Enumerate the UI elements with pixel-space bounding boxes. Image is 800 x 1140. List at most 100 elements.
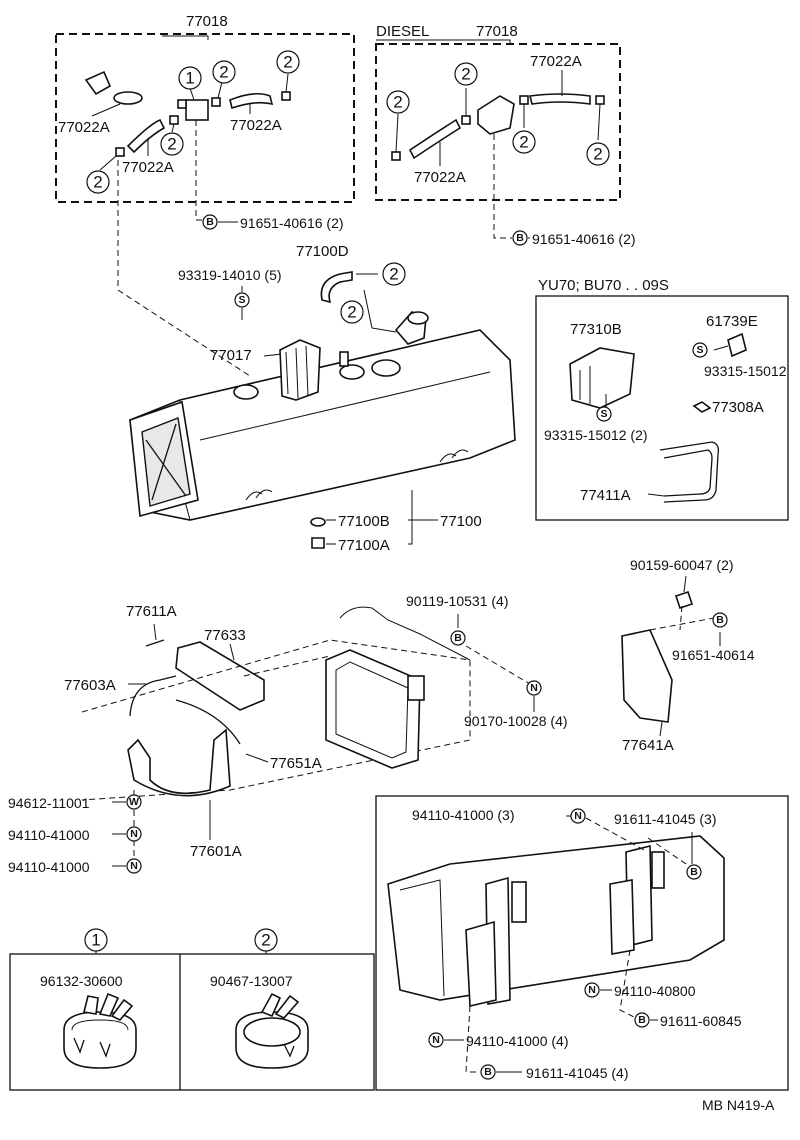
- marker-s: S: [692, 342, 708, 358]
- marker-b: B: [450, 630, 466, 646]
- label-77641A: 77641A: [622, 737, 674, 754]
- marker-b: B: [634, 1012, 650, 1028]
- label-77022A: 77022A: [122, 159, 174, 176]
- marker-2: 2: [512, 130, 536, 154]
- svg-text:N: N: [588, 984, 596, 996]
- tank-port: [233, 384, 259, 400]
- box-77018-diesel: DIESEL 77018 77022A 77022A 91651-40616 (…: [375, 23, 636, 247]
- label-90467-13007: 90467-13007: [210, 973, 293, 989]
- tank-port: [339, 364, 365, 380]
- svg-text:B: B: [516, 232, 524, 244]
- strap-77603A: [129, 675, 177, 717]
- marker-2: 2: [386, 90, 410, 114]
- marker-b: B: [712, 612, 728, 628]
- filler-cap: [407, 311, 429, 325]
- pipe-77411A: [659, 441, 720, 503]
- tank-alt: [387, 835, 725, 1001]
- marker-2: 2: [340, 300, 364, 324]
- label-77100: 77100: [440, 513, 482, 530]
- clamp-illustration-1: [63, 992, 137, 1069]
- fuel-tank-77100: 77100D 93319-14010 (5) 77017: [117, 160, 516, 554]
- hose-part: [408, 118, 462, 160]
- svg-text:S: S: [238, 294, 245, 306]
- marker-n: N: [126, 858, 142, 874]
- marker-2: 2: [86, 170, 110, 194]
- pin-77611A: [145, 639, 165, 647]
- svg-text:2: 2: [261, 931, 270, 950]
- label-yu70: YU70; BU70 . . 09S: [538, 277, 669, 294]
- svg-text:2: 2: [347, 303, 356, 322]
- label-77633: 77633: [204, 627, 246, 644]
- label-77310B: 77310B: [570, 321, 622, 338]
- hose-part: [229, 92, 274, 110]
- label-77601A: 77601A: [190, 843, 242, 860]
- bracket-77633: [175, 641, 265, 711]
- svg-text:1: 1: [185, 69, 194, 88]
- filter-77310B: [569, 347, 635, 409]
- label-77022A: 77022A: [58, 119, 110, 136]
- label-91651-40614: 91651-40614: [672, 647, 755, 663]
- clamp-illustration-2: [235, 992, 309, 1069]
- clamp-part: [391, 151, 401, 161]
- svg-text:N: N: [130, 828, 138, 840]
- svg-text:2: 2: [219, 63, 228, 82]
- clamp-part: [115, 147, 125, 157]
- part-77308A: [692, 401, 712, 413]
- svg-text:B: B: [454, 632, 462, 644]
- label-91611-41045: 91611-41045 (4): [526, 1065, 628, 1081]
- label-94110-41000: 94110-41000 (4): [466, 1033, 568, 1049]
- svg-text:N: N: [574, 810, 582, 822]
- marker-n: N: [428, 1032, 444, 1048]
- marker-b: B: [686, 864, 702, 880]
- clamp-number-1: 1: [84, 928, 108, 952]
- part-61739E: [727, 332, 747, 358]
- bolt-90159: [674, 590, 694, 610]
- hose-77100D: [320, 271, 353, 304]
- cover-plate-77641A: 90159-60047 (2) 91651-40614 77641A: [621, 557, 755, 754]
- label-77017: 77017: [210, 347, 252, 364]
- label-91651-40616: 91651-40616 (2): [532, 231, 636, 247]
- svg-text:2: 2: [93, 173, 102, 192]
- label-77411A: 77411A: [580, 487, 631, 504]
- tank-mounting-section: 77611A 77633 77603A 77651A 90119-10531 (…: [8, 593, 568, 875]
- svg-text:B: B: [484, 1066, 492, 1078]
- frame-bracket: [325, 649, 421, 769]
- marker-2: 2: [212, 60, 236, 84]
- marker-b: B: [202, 214, 218, 230]
- marker-2: 2: [276, 50, 300, 74]
- svg-text:W: W: [129, 796, 139, 808]
- label-94110-41000: 94110-41000: [8, 827, 90, 843]
- label-77100D: 77100D: [296, 243, 349, 260]
- marker-2: 2: [454, 62, 478, 86]
- clamp-number-2: 2: [254, 928, 278, 952]
- box-77018-left: 77018 77022A 77022A 77022A 91651-40616 (…: [55, 13, 355, 231]
- svg-text:B: B: [206, 216, 214, 228]
- label-90159-60047: 90159-60047 (2): [630, 557, 734, 573]
- label-77022A: 77022A: [530, 53, 582, 70]
- marker-2: 2: [382, 262, 406, 286]
- label-77022A: 77022A: [230, 117, 282, 134]
- label-77603A: 77603A: [64, 677, 116, 694]
- svg-text:B: B: [716, 614, 724, 626]
- drain-gasket: [310, 517, 326, 527]
- label-77100A: 77100A: [338, 537, 390, 554]
- bracket-alt-plate: [511, 881, 527, 923]
- svg-text:B: B: [638, 1014, 646, 1026]
- svg-text:S: S: [600, 408, 607, 420]
- marker-n: N: [570, 808, 586, 824]
- hose-part: [126, 118, 166, 154]
- gauge-sender: [279, 339, 321, 401]
- svg-text:2: 2: [389, 265, 398, 284]
- svg-text:N: N: [130, 860, 138, 872]
- label-77018-left: 77018: [186, 13, 228, 30]
- bracket-alt: [465, 920, 497, 1007]
- strap-77601A: [127, 728, 231, 797]
- tank-body: [129, 329, 516, 521]
- strap-77651A: [175, 699, 241, 745]
- svg-text:2: 2: [461, 65, 470, 84]
- svg-text:B: B: [690, 866, 698, 878]
- label-91651-40616: 91651-40616 (2): [240, 215, 344, 231]
- svg-text:N: N: [432, 1034, 440, 1046]
